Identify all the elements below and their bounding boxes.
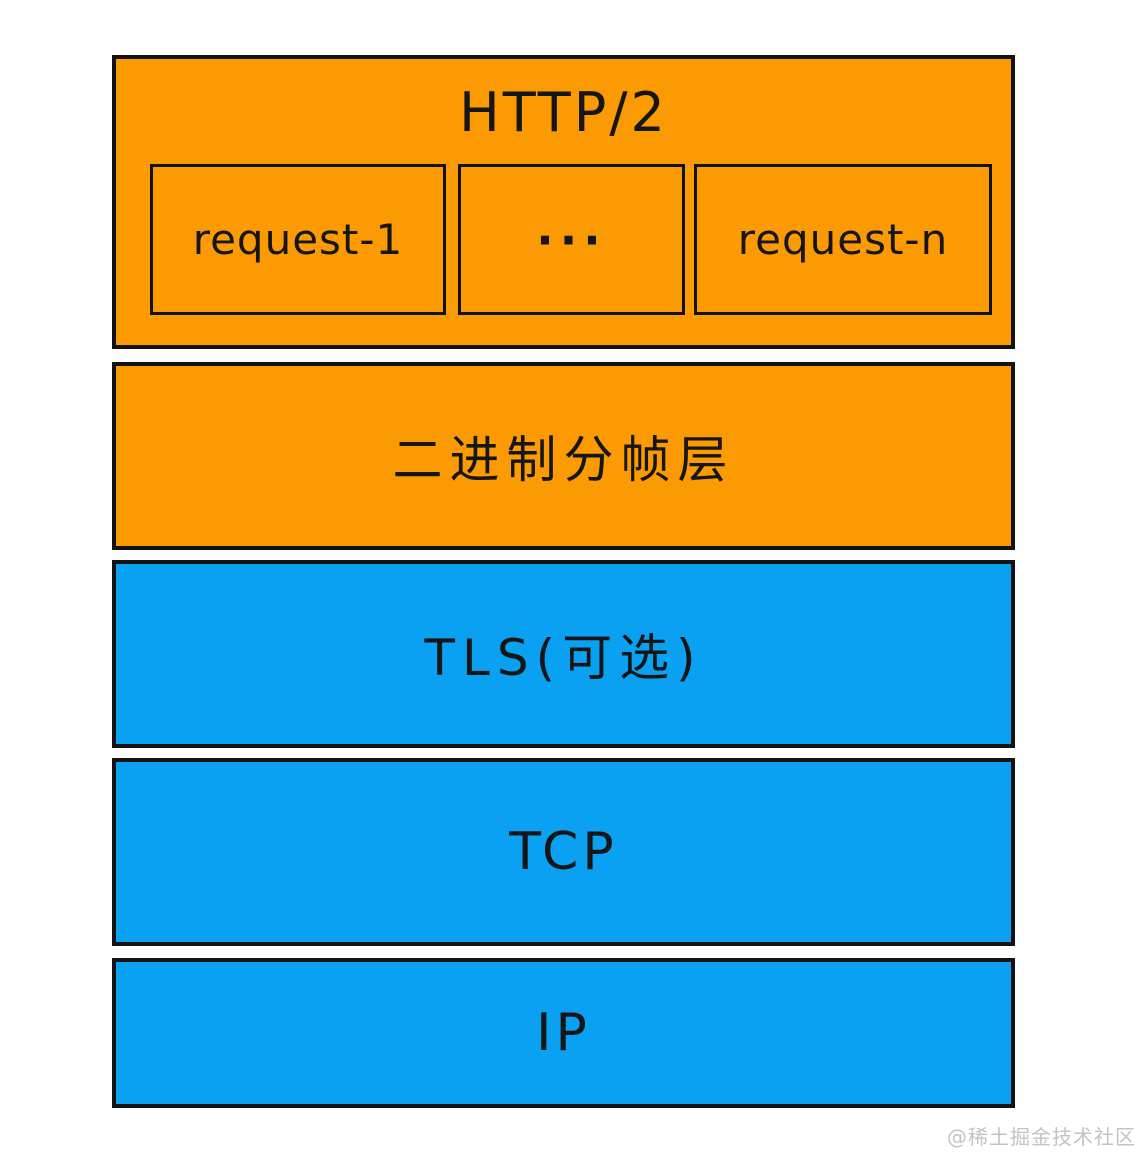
layer-http2-label: HTTP/2 xyxy=(459,80,668,144)
layer-http2: HTTP/2 request-1 ··· request-n xyxy=(112,55,1015,349)
request-ellipsis-box: ··· xyxy=(458,164,685,315)
layer-ip-label: IP xyxy=(536,1003,591,1063)
layer-tcp: TCP xyxy=(112,758,1015,946)
request-1-box: request-1 xyxy=(150,164,446,315)
layer-tls-optional: TLS(可选) xyxy=(112,560,1015,748)
layer-tls-optional-label: TLS(可选) xyxy=(424,629,703,687)
http2-requests-row: request-1 ··· request-n xyxy=(150,164,992,315)
watermark-text: @稀土掘金技术社区 xyxy=(947,1125,1136,1149)
layer-binary-framing-label: 二进制分帧层 xyxy=(392,431,735,489)
layer-binary-framing: 二进制分帧层 xyxy=(112,362,1015,550)
request-n-box: request-n xyxy=(694,164,992,315)
layer-tcp-label: TCP xyxy=(509,822,618,882)
layer-ip: IP xyxy=(112,958,1015,1108)
